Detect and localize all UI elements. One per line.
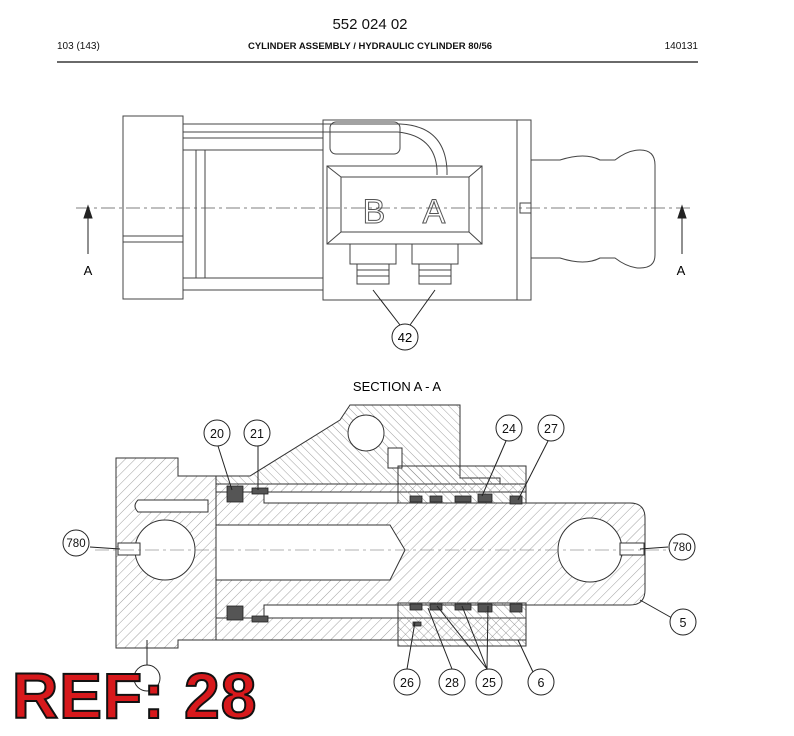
callout-6: 6 xyxy=(538,676,545,690)
header-code: 140131 xyxy=(664,41,698,52)
callout-28: 28 xyxy=(445,676,459,690)
header-page-ref: 103 (143) xyxy=(57,41,100,52)
callout-42-bubble xyxy=(391,323,419,351)
section-arrows xyxy=(83,204,687,254)
ref-stamp: REF: 28 xyxy=(11,660,258,732)
end-cap xyxy=(122,115,184,300)
callout-26: 26 xyxy=(400,676,414,690)
fitting-b xyxy=(349,243,397,265)
section-leaders xyxy=(89,440,673,673)
port-block xyxy=(326,165,483,245)
section-view xyxy=(115,404,646,649)
callout-780-left: 780 xyxy=(66,538,85,550)
header-title: CYLINDER ASSEMBLY / HYDRAULIC CYLINDER 8… xyxy=(247,41,493,52)
callout-27: 27 xyxy=(544,422,558,436)
port-label-a: A xyxy=(423,193,446,231)
section-piston-rod xyxy=(215,491,646,619)
callout-780-right: 780 xyxy=(672,542,691,554)
top-view xyxy=(122,115,656,301)
section-mark-right: A xyxy=(677,263,686,278)
callout-5: 5 xyxy=(680,616,687,630)
callout-21: 21 xyxy=(250,427,264,441)
fitting-a xyxy=(411,243,459,265)
callout-42-leaders xyxy=(372,289,436,326)
callout-42: 42 xyxy=(398,330,412,345)
section-title: SECTION A - A xyxy=(353,379,441,394)
callout-25: 25 xyxy=(482,676,496,690)
callout-24: 24 xyxy=(502,422,516,436)
rod-eye xyxy=(531,149,656,269)
section-mark-left: A xyxy=(84,263,93,278)
section-seals xyxy=(226,485,523,627)
hydraulic-tube xyxy=(183,123,448,175)
header-doc-number: 552 024 02 xyxy=(332,16,408,33)
port-label-b: B xyxy=(363,193,386,231)
callout-20: 20 xyxy=(210,427,224,441)
callout-bubbles xyxy=(62,414,697,696)
cylinder-barrel xyxy=(182,137,324,291)
